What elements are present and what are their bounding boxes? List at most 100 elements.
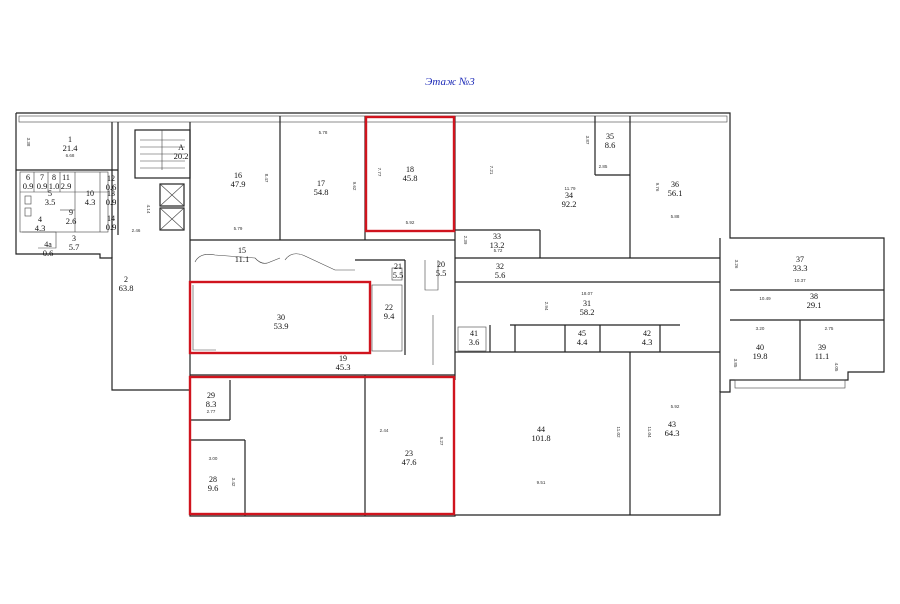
dimension-label: 7.21 [489,166,494,175]
room-area: 9.6 [208,483,219,493]
room-area: 21.4 [63,143,79,153]
room-label-14: 140.9 [106,214,117,232]
room-area: 3.6 [469,337,480,347]
room-number: 41 [470,329,478,338]
dimension-label: 2.75 [825,326,834,331]
room-number: 40 [756,343,764,352]
dimension-label: 18.07 [581,291,593,296]
room-area: 0.9 [106,197,117,207]
room-labels: 121.4263.835.744.34a0.653.560.970.981.09… [23,132,830,493]
dimension-label: 5.92 [406,220,415,225]
room-area: 5.6 [495,270,506,280]
room-number: 10 [86,189,94,198]
room-number: 23 [405,449,413,458]
room-number: 4 [38,215,42,224]
room-number: 17 [317,179,325,188]
room-label-4: 44.3 [35,215,46,233]
dimension-label: 2.85 [599,164,608,169]
elevator-cross [159,183,185,207]
room-number: 1 [68,135,72,144]
room-area: 56.1 [668,188,683,198]
dimension-label: 3.26 [734,260,739,269]
room-area: 47.9 [231,179,246,189]
dimension-label: 10.49 [759,296,771,301]
room-number: 9 [69,208,73,217]
dimension-label: 3.20 [756,326,765,331]
room-number: 13 [107,189,115,198]
room-number: 8 [52,173,56,182]
highlight-room-30 [188,280,372,355]
room-number: 7 [40,173,44,182]
room-label-22: 229.4 [384,303,395,321]
elevator [159,183,185,207]
room-label-10: 104.3 [85,189,96,207]
dimension-label: 3.85 [733,359,738,368]
room-area: 64.3 [665,428,680,438]
dimension-label: 8.47 [264,174,269,183]
room-area: 0.6 [43,248,54,258]
room-area: 11.1 [235,254,250,264]
wall [192,285,216,351]
room-area: 13.2 [490,240,505,250]
dimension-label: 3.42 [231,478,236,487]
room-number: 11 [62,173,70,182]
room-number: 29 [207,391,215,400]
outer-wall [15,112,885,517]
dimension-label: 5.88 [671,214,680,219]
room-number: 44 [537,425,545,434]
room-label-45: 454.4 [577,329,588,347]
room-label-35: 358.6 [605,132,616,150]
shaft [391,267,403,281]
room-22-outline [371,284,403,352]
room-number: 33 [493,232,501,241]
room-label-29: 298.3 [206,391,217,409]
room-area: 9.4 [384,311,395,321]
room-area: 5.7 [69,242,80,252]
dimension-label: 5.72 [494,248,503,253]
dimension-label: 7.77 [377,168,382,177]
room-number: 5 [48,189,52,198]
room-label-9: 92.6 [66,208,77,226]
dimension-label: 2.39 [463,236,468,245]
room-area: 4.3 [85,197,96,207]
room-number: 18 [406,165,414,174]
room-label-8: 81.0 [49,173,60,191]
building-walls [15,112,885,517]
room-area: 4.3 [642,337,653,347]
fixture [24,207,32,217]
toilet-block [19,171,109,249]
room-label-2: 263.8 [119,275,134,293]
room-number: 34 [565,191,573,200]
room-label-28: 289.6 [208,475,219,493]
room-number: 4a [44,240,52,249]
room-number: 3 [72,234,76,243]
room-area: 5.5 [393,270,404,280]
room-area: 92.2 [562,199,577,209]
room-number: 19 [339,354,347,363]
dimension-label: 9.51 [537,480,546,485]
room-number: 2 [124,275,128,284]
wall [424,260,439,291]
room-number: 38 [810,292,818,301]
curved-wall [194,254,281,264]
room-number: 31 [583,299,591,308]
room-label-12: 120.6 [106,174,117,192]
room-number: 21 [394,262,402,271]
dimension-label: 3.00 [209,456,218,461]
room-label-1: 121.4 [63,135,79,153]
room-area: 11.1 [815,351,830,361]
dimension-label: 6.68 [66,153,75,158]
highlight-room-18 [364,115,456,233]
